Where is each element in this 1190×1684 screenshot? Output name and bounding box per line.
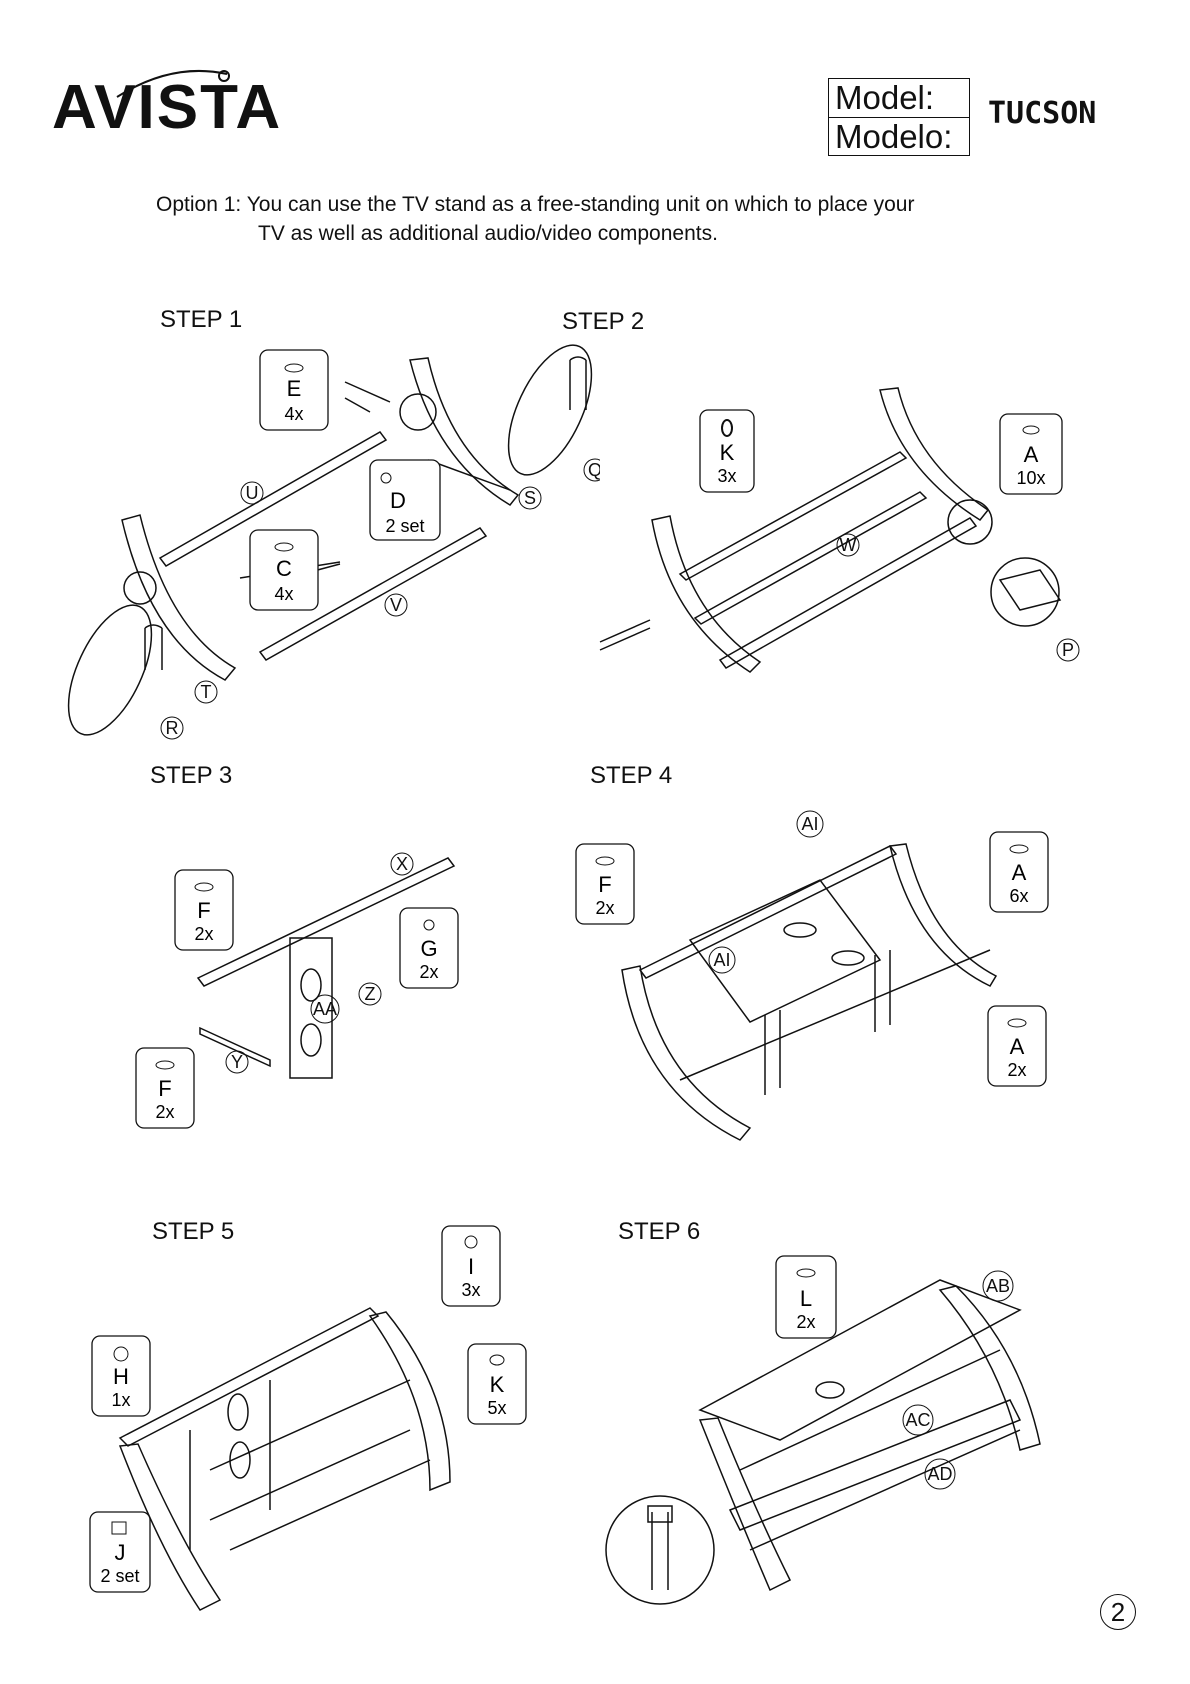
step2-diagram: K 3x A 10x W P (599, 387, 1080, 673)
callout-a-top: A 6x (989, 831, 1049, 913)
page-number: 2 (1100, 1594, 1136, 1630)
callout-k-qty: 5x (487, 1398, 506, 1418)
callout-j-letter: J (115, 1540, 126, 1565)
brand-name: AVISTA (52, 73, 283, 142)
step4-title: STEP 4 (590, 762, 673, 789)
callout-h-letter: H (113, 1364, 129, 1389)
callout-i-qty: 3x (461, 1280, 480, 1300)
logo-swoosh-icon (116, 69, 230, 98)
callout-c-qty: 4x (274, 584, 293, 604)
step5-diagram: I 3x H 1x K 5x J 2 set (89, 1225, 527, 1611)
callout-e-letter: E (287, 376, 302, 401)
callout-f2-letter: F (158, 1076, 171, 1101)
part-ai-bottom: AI (713, 950, 730, 970)
part-x: X (396, 854, 408, 874)
brand-logo: AVISTA (52, 62, 312, 152)
callout-k: K 5x (467, 1343, 527, 1425)
callout-a1-qty: 6x (1009, 886, 1028, 906)
callout-c: C 4x (249, 529, 319, 611)
part-ac: AC (905, 1410, 930, 1430)
callout-l-letter: L (800, 1286, 812, 1311)
model-value: TUCSON (988, 96, 1097, 131)
callout-a-letter: A (1024, 442, 1039, 467)
step6-title: STEP 6 (618, 1218, 701, 1245)
callout-f-top: F 2x (174, 869, 234, 951)
step3-diagram: F 2x G 2x F 2x X Z AA Y (135, 852, 459, 1129)
leg-s (409, 357, 520, 506)
step2-title: STEP 2 (562, 308, 645, 335)
callout-f1-letter: F (197, 898, 210, 923)
step4-diagram: F 2x A 6x A 2x AI AI (575, 810, 1049, 1141)
callout-d-letter: D (390, 488, 406, 513)
callout-j-qty: 2 set (100, 1566, 139, 1586)
model-label: Model: (835, 79, 935, 116)
callout-f1-qty: 2x (194, 924, 213, 944)
rail-u (158, 431, 388, 567)
part-s: S (524, 488, 536, 508)
callout-i-letter: I (468, 1254, 474, 1279)
part-w: W (840, 535, 857, 555)
callout-a-qty: 10x (1016, 468, 1045, 488)
callout-f-letter: F (598, 872, 611, 897)
callout-j: J 2 set (89, 1511, 151, 1593)
callout-k-letter: K (720, 440, 735, 465)
callout-f-bottom: F 2x (135, 1047, 195, 1129)
part-v: V (390, 595, 402, 615)
model-box: Model: Modelo: (828, 78, 970, 156)
callout-k-qty: 3x (717, 466, 736, 486)
callout-k: K 3x (699, 409, 755, 493)
part-ad: AD (927, 1464, 952, 1484)
leg-t (121, 514, 237, 681)
option-text: Option 1: You can use the TV stand as a … (156, 190, 1056, 248)
step1-title: STEP 1 (160, 306, 243, 333)
part-y: Y (231, 1052, 243, 1072)
callout-l: L 2x (775, 1255, 837, 1339)
callout-c-letter: C (276, 556, 292, 581)
part-q: Q (588, 460, 600, 480)
callout-i: I 3x (441, 1225, 501, 1307)
callout-f2-qty: 2x (155, 1102, 174, 1122)
step3-title: STEP 3 (150, 762, 233, 789)
callout-g-qty: 2x (419, 962, 438, 982)
part-ai-top: AI (801, 814, 818, 834)
callout-h: H 1x (91, 1335, 151, 1417)
callout-d-qty: 2 set (385, 516, 424, 536)
option-line2: TV as well as additional audio/video com… (258, 222, 718, 245)
callout-l-qty: 2x (796, 1312, 815, 1332)
step5-title: STEP 5 (152, 1218, 235, 1245)
callout-f-qty: 2x (595, 898, 614, 918)
callout-d: D 2 set (369, 459, 441, 541)
step1-diagram: E 4x C 4x D 2 set U V T S Q R (67, 344, 600, 740)
callout-e-qty: 4x (284, 404, 303, 424)
step6-diagram: L 2x AB AC AD (605, 1255, 1041, 1605)
part-aa: AA (313, 999, 337, 1019)
part-p: P (1062, 640, 1074, 660)
rail-v (258, 527, 488, 661)
callout-g: G 2x (399, 907, 459, 989)
part-ab: AB (986, 1276, 1010, 1296)
callout-f: F 2x (575, 843, 635, 925)
callout-h-qty: 1x (111, 1390, 130, 1410)
part-z: Z (365, 984, 376, 1004)
part-u: U (246, 483, 259, 503)
callout-a-bottom: A 2x (987, 1005, 1047, 1087)
part-r: R (166, 718, 179, 738)
callout-e: E 4x (259, 349, 329, 431)
callout-g-letter: G (420, 936, 437, 961)
part-t: T (201, 682, 212, 702)
callout-a2-qty: 2x (1007, 1060, 1026, 1080)
callout-k-letter: K (490, 1372, 505, 1397)
option-line1: You can use the TV stand as a free-stand… (246, 193, 915, 216)
option-prefix: Option 1: (156, 193, 247, 216)
modelo-label: Modelo: (829, 117, 969, 156)
callout-a1-letter: A (1012, 860, 1027, 885)
callout-a2-letter: A (1010, 1034, 1025, 1059)
callout-a: A 10x (999, 413, 1063, 495)
